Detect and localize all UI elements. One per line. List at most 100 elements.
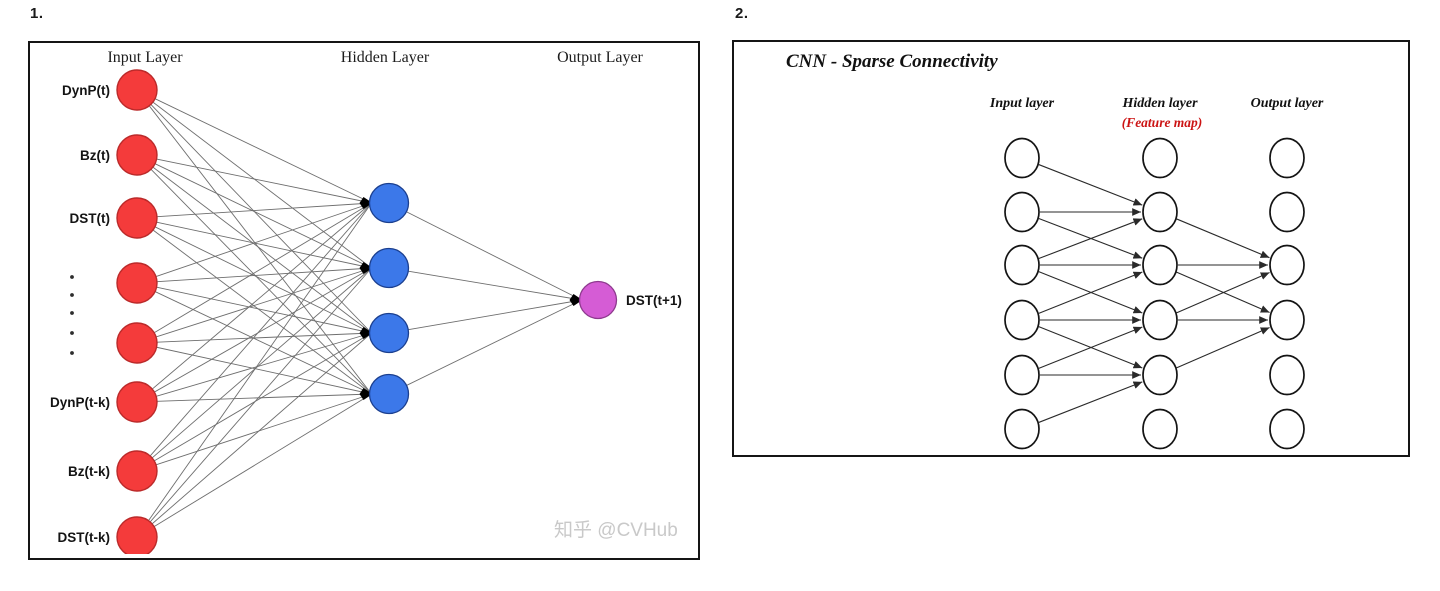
edge-input-hidden: [151, 332, 372, 525]
output-node-label: DST(t+1): [626, 293, 682, 308]
edge-input-hidden: [148, 202, 372, 521]
input-node-label: DynP(t): [62, 83, 110, 98]
edge-input-hidden: [156, 332, 372, 397]
column-title: Output layer: [1251, 96, 1324, 111]
column-title: Input layer: [989, 96, 1055, 111]
edge-input-hidden: [156, 267, 372, 283]
edge-input-hidden: [153, 202, 372, 334]
output-node: [1269, 244, 1305, 286]
hidden-node: [1142, 299, 1178, 341]
input-node: [116, 69, 158, 111]
edge-input-hidden: [156, 221, 372, 269]
edge-hidden-output: [406, 299, 582, 386]
edge-input-hidden: [156, 393, 372, 402]
arrowhead-diamond: [359, 262, 373, 274]
input-node-label: DST(t-k): [58, 530, 111, 545]
edge-input-hidden: [154, 226, 372, 334]
input-node: [1004, 191, 1040, 233]
output-node: [1269, 408, 1305, 450]
input-node: [116, 381, 158, 423]
edge-input-hidden: [149, 267, 372, 523]
edge-arrow: [1038, 381, 1143, 423]
mlp-network-canvas: Input Layer Hidden Layer Output LayerDynP(…: [50, 49, 682, 554]
ellipsis-dot: [70, 331, 74, 335]
watermark: 知乎 @CVHub: [554, 519, 678, 541]
hidden-node: [368, 312, 410, 354]
edge-input-hidden: [152, 229, 372, 395]
edge-input-hidden: [155, 393, 372, 466]
edge-arrow: [1176, 271, 1270, 313]
diagram-title: CNN - Sparse Connectivity: [786, 51, 998, 72]
hidden-node: [368, 182, 410, 224]
hidden-node: [368, 373, 410, 415]
hidden-node: [1142, 244, 1178, 286]
edge-input-hidden: [150, 168, 372, 395]
input-node: [116, 322, 158, 364]
input-node: [1004, 299, 1040, 341]
input-node-label: DST(t): [70, 211, 111, 226]
figure-1-index: 1.: [30, 5, 44, 22]
edge-hidden-output: [406, 211, 582, 301]
feature-map-subtitle: (Feature map): [1122, 115, 1203, 130]
edge-input-hidden: [152, 101, 372, 269]
edge-input-hidden: [154, 291, 372, 395]
edge-input-hidden: [154, 332, 372, 462]
edge-hidden-output: [408, 299, 582, 331]
input-node: [116, 450, 158, 492]
edge-input-hidden: [151, 267, 372, 459]
output-node: [1269, 191, 1305, 233]
input-node-label: Bz(t-k): [68, 464, 110, 479]
arrowhead-diamond: [359, 327, 373, 339]
edge-input-hidden: [154, 163, 372, 269]
edge-input-hidden: [150, 104, 372, 334]
edge-input-hidden: [156, 286, 372, 334]
edge-input-hidden: [152, 166, 372, 334]
output-node: [578, 280, 618, 320]
edge-input-hidden: [149, 202, 372, 457]
layer-title: Input Layer: [107, 49, 183, 66]
edge-arrow: [1038, 326, 1143, 369]
ellipsis-dot: [70, 275, 74, 279]
edge-input-hidden: [155, 267, 372, 338]
edge-input-hidden: [156, 332, 372, 343]
arrowhead-diamond: [569, 294, 583, 306]
layer-title: Output Layer: [557, 49, 643, 66]
input-node: [1004, 137, 1040, 179]
edge-arrow: [1038, 217, 1143, 259]
input-node: [1004, 244, 1040, 286]
edge-input-hidden: [155, 202, 372, 277]
input-node: [116, 197, 158, 239]
arrowhead-diamond: [359, 197, 373, 209]
layer-title: Hidden Layer: [341, 49, 430, 66]
figure-2-index: 2.: [735, 5, 749, 22]
edge-input-hidden: [154, 98, 372, 204]
input-node: [116, 134, 158, 176]
input-node: [116, 262, 158, 304]
input-node: [1004, 408, 1040, 450]
ellipsis-dot: [70, 311, 74, 315]
edge-input-hidden: [154, 267, 372, 393]
ellipsis-dot: [70, 293, 74, 297]
output-node: [1269, 299, 1305, 341]
hidden-node: [1142, 354, 1178, 396]
hidden-node: [1142, 191, 1178, 233]
edge-hidden-output: [408, 270, 582, 301]
input-node-label: DynP(t-k): [50, 395, 110, 410]
arrowhead-diamond: [359, 388, 373, 400]
hidden-node: [1142, 137, 1178, 179]
edge-arrow: [1038, 164, 1143, 206]
edge-input-hidden: [148, 105, 372, 395]
edge-input-hidden: [151, 202, 372, 390]
edge-input-hidden: [153, 393, 372, 527]
output-node: [1269, 354, 1305, 396]
ellipsis-dot: [70, 351, 74, 355]
output-node: [1269, 137, 1305, 179]
edge-arrow: [1038, 271, 1143, 314]
input-node: [1004, 354, 1040, 396]
hidden-node: [368, 247, 410, 289]
input-node-label: Bz(t): [80, 148, 110, 163]
hidden-node: [1142, 408, 1178, 450]
